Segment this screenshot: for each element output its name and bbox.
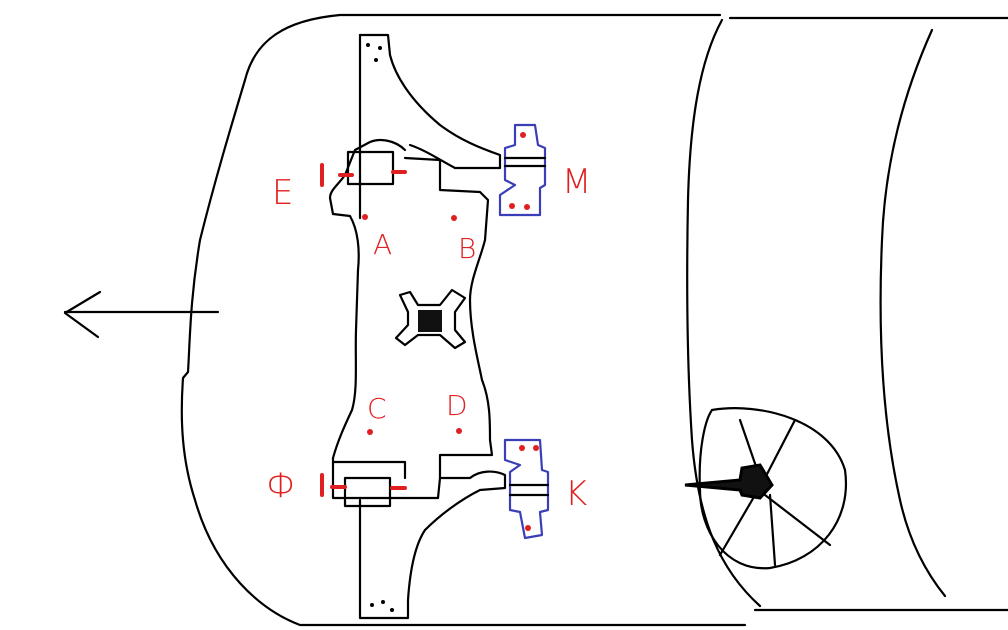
label-f: Ф bbox=[266, 466, 295, 506]
label-b: B bbox=[458, 232, 476, 265]
center-mount bbox=[394, 288, 467, 350]
label-e: E bbox=[272, 173, 293, 213]
label-m: M bbox=[562, 162, 591, 202]
mount-k bbox=[503, 438, 550, 540]
mount-m bbox=[498, 123, 547, 217]
subframe bbox=[328, 33, 507, 620]
label-k: K bbox=[565, 474, 587, 514]
rear-section-outline bbox=[686, 16, 1008, 608]
label-d: D bbox=[446, 389, 468, 422]
attachment-points bbox=[320, 163, 462, 497]
label-c: C bbox=[367, 392, 387, 425]
label-a: A bbox=[373, 228, 392, 261]
direction-arrow bbox=[63, 290, 220, 339]
spare-wheel bbox=[684, 407, 848, 570]
body-outline bbox=[180, 13, 1008, 627]
rear-inner-curve bbox=[879, 28, 947, 598]
